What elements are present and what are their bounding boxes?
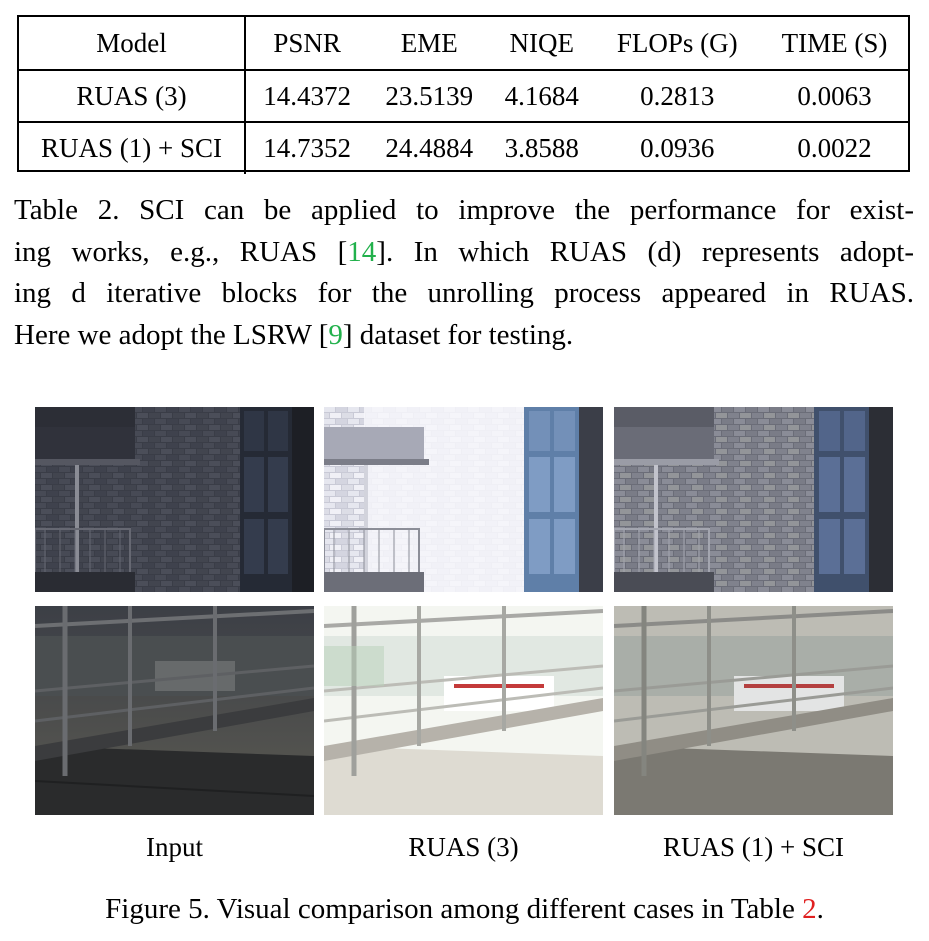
row-eme: 24.4884 <box>368 121 491 174</box>
row-niqe: 3.8588 <box>490 121 594 174</box>
caption-text: . <box>816 893 824 925</box>
row-model: RUAS (1) + SCI <box>19 121 246 174</box>
row-flops: 0.0936 <box>593 121 762 174</box>
caption-line: ing d iterative blocks for the unrolling… <box>14 277 914 309</box>
caption-line: ing works, e.g., RUAS [14]. In which RUA… <box>14 232 914 274</box>
ruas1-sci-balcony-image <box>614 606 893 815</box>
table-header-row: Model PSNR EME NIQE FLOPs (G) TIME (S) <box>19 17 908 70</box>
column-label-ruas3: RUAS (3) <box>408 832 519 862</box>
row-niqe: 4.1684 <box>490 69 594 122</box>
column-label-input: Input <box>146 832 203 862</box>
figure-caption: Figure 5. Visual comparison among differ… <box>0 893 929 926</box>
table-row: RUAS (1) + SCI 14.7352 24.4884 3.8588 0.… <box>19 121 908 174</box>
header-niqe: NIQE <box>509 27 574 58</box>
caption-line: Table 2. SCI can be applied to improve t… <box>14 194 914 226</box>
header-flops: FLOPs (G) <box>616 27 738 58</box>
caption-text: ]. In which RUAS (d) represents adopt- <box>376 235 914 268</box>
ruas3-balcony-image <box>324 606 603 815</box>
caption-text: ] dataset for testing. <box>342 318 574 351</box>
row-eme: 23.5139 <box>368 69 491 122</box>
table-row: RUAS (3) 14.4372 23.5139 4.1684 0.2813 0… <box>19 69 908 122</box>
input-building-image <box>35 407 314 592</box>
row-time: 0.0022 <box>761 121 908 174</box>
row-model: RUAS (3) <box>19 69 246 122</box>
header-psnr: PSNR <box>273 27 341 58</box>
row-psnr: 14.4372 <box>245 69 369 122</box>
input-balcony-image <box>35 606 314 815</box>
column-label-ruas1-sci: RUAS (1) + SCI <box>663 832 844 862</box>
results-table: Model PSNR EME NIQE FLOPs (G) TIME (S) R… <box>17 15 910 174</box>
row-flops: 0.2813 <box>593 69 762 122</box>
row-psnr: 14.7352 <box>245 121 369 174</box>
caption-text: Here we adopt the LSRW [ <box>14 318 329 351</box>
citation-link[interactable]: 14 <box>347 235 377 268</box>
caption-text: Figure 5. Visual comparison among differ… <box>105 893 803 925</box>
table-reference-link[interactable]: 2 <box>802 893 817 925</box>
ruas1-sci-building-image <box>614 407 893 592</box>
header-eme: EME <box>400 27 458 58</box>
row-time: 0.0063 <box>761 69 908 122</box>
caption-line: Here we adopt the LSRW [9] dataset for t… <box>14 315 914 357</box>
header-model: Model <box>19 17 246 70</box>
caption-text: ing works, e.g., RUAS [ <box>14 235 348 268</box>
header-time: TIME (S) <box>781 27 888 58</box>
table-caption: Table 2. SCI can be applied to improve t… <box>14 190 914 356</box>
ruas3-building-image <box>324 407 603 592</box>
citation-link[interactable]: 9 <box>328 318 343 351</box>
